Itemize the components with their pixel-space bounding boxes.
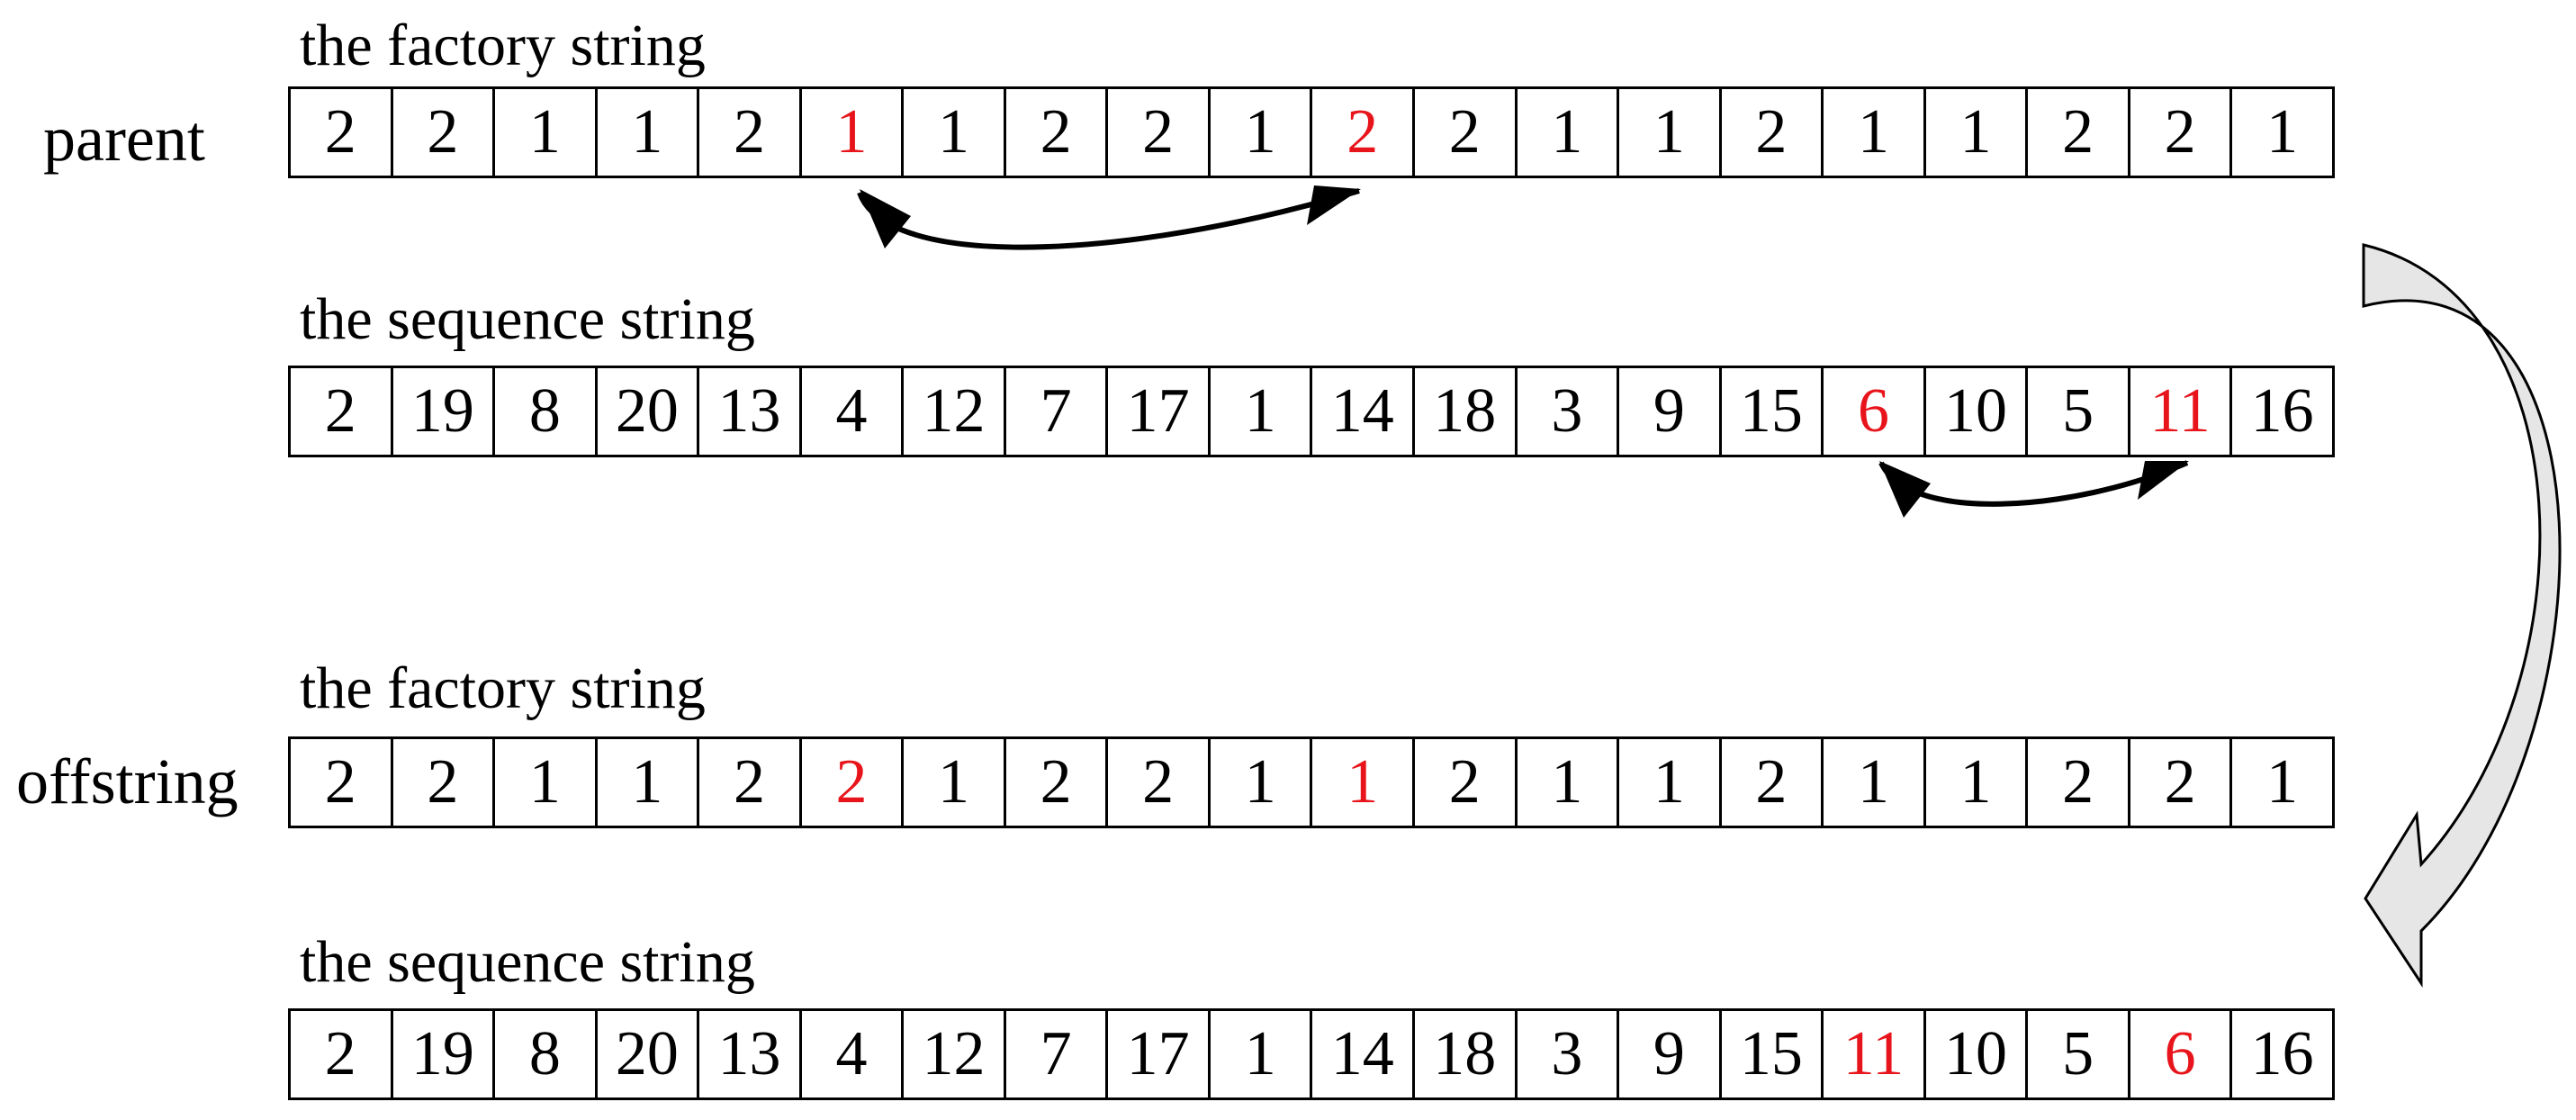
gene-cell: 2 [1006, 739, 1109, 826]
gene-cell: 18 [1415, 1011, 1518, 1097]
gene-cell: 1 [1518, 89, 1620, 176]
parent-sequence-caption: the sequence string [300, 286, 755, 352]
gene-cell: 1 [1926, 739, 2029, 826]
gene-cell: 5 [2028, 368, 2130, 455]
offstring-label: offstring [16, 745, 239, 817]
gene-cell: 2 [393, 89, 496, 176]
gene-cell: 13 [699, 1011, 802, 1097]
parent-label: parent [43, 103, 205, 175]
gene-cell: 2 [2028, 739, 2130, 826]
gene-cell: 2 [699, 739, 802, 826]
gene-cell: 11 [2130, 368, 2233, 455]
gene-cell: 2 [291, 368, 393, 455]
gene-cell: 12 [904, 1011, 1006, 1097]
gene-cell: 20 [598, 368, 700, 455]
gene-cell: 2 [2130, 739, 2233, 826]
gene-cell: 2 [1415, 739, 1518, 826]
gene-cell: 9 [1619, 1011, 1722, 1097]
gene-cell: 15 [1722, 368, 1824, 455]
gene-cell: 2 [291, 739, 393, 826]
gene-cell: 2 [1415, 89, 1518, 176]
gene-cell: 1 [1211, 368, 1313, 455]
offstring-factory-caption: the factory string [300, 655, 706, 721]
gene-cell: 13 [699, 368, 802, 455]
gene-cell: 12 [904, 368, 1006, 455]
gene-cell: 1 [495, 89, 598, 176]
gene-cell: 8 [495, 1011, 598, 1097]
gene-cell: 16 [2250, 376, 2314, 446]
gene-cell: 5 [2028, 1011, 2130, 1097]
factory-swap-arrowhead-right [1307, 185, 1361, 225]
gene-cell: 1 [2266, 97, 2299, 167]
gene-cell: 2 [802, 739, 905, 826]
gene-cell: 2 [1108, 89, 1211, 176]
gene-cell: 4 [802, 368, 905, 455]
gene-cell: 3 [1518, 1011, 1620, 1097]
gene-cell: 1 [1619, 89, 1722, 176]
gene-cell: 1 [598, 89, 700, 176]
gene-cell: 7 [1006, 368, 1109, 455]
gene-cell: 2 [2130, 89, 2233, 176]
sequence-swap-arrowhead-left [1879, 461, 1931, 518]
gene-cell: 4 [802, 1011, 905, 1097]
gene-cell: 1 [1926, 89, 2029, 176]
gene-cell: 2 [699, 89, 802, 176]
gene-cell: 2 [1312, 89, 1416, 176]
gene-cell: 1 [1824, 739, 1926, 826]
gene-cell: 10 [1926, 368, 2029, 455]
gene-cell: 20 [598, 1011, 700, 1097]
gene-cell: 15 [1722, 1011, 1824, 1097]
gene-cell: 1 [802, 89, 905, 176]
gene-cell: 18 [1415, 368, 1518, 455]
gene-cell: 14 [1312, 1011, 1416, 1097]
gene-cell: 1 [1211, 1011, 1313, 1097]
gene-cell: 1 [1211, 739, 1313, 826]
gene-cell: 6 [1824, 368, 1926, 455]
gene-cell: 1 [598, 739, 700, 826]
offstring-sequence-caption: the sequence string [300, 929, 755, 995]
factory-swap-arrow [857, 188, 1360, 250]
gene-cell: 16 [2250, 1019, 2314, 1088]
gene-cell: 1 [1619, 739, 1722, 826]
gene-cell: 2 [393, 739, 496, 826]
gene-cell: 2 [291, 89, 393, 176]
gene-cell: 7 [1006, 1011, 1109, 1097]
gene-cell: 2 [1722, 89, 1824, 176]
gene-cell: 14 [1312, 368, 1416, 455]
gene-cell: 19 [393, 368, 496, 455]
gene-cell: 10 [1926, 1011, 2029, 1097]
factory-swap-arrowhead-left [860, 189, 911, 248]
gene-cell: 2 [1108, 739, 1211, 826]
gene-cell: 1 [495, 739, 598, 826]
gene-cell: 1 [2266, 747, 2299, 817]
gene-cell: 8 [495, 368, 598, 455]
gene-cell: 3 [1518, 368, 1620, 455]
gene-cell: 1 [904, 89, 1006, 176]
gene-cell: 17 [1108, 1011, 1211, 1097]
gene-cell: 1 [1824, 89, 1926, 176]
gene-cell: 6 [2130, 1011, 2233, 1097]
sequence-swap-arrowhead-right [2138, 461, 2189, 500]
gene-cell: 2 [1006, 89, 1109, 176]
transition-arrow-shape [2362, 243, 2562, 988]
parent-factory-caption: the factory string [300, 13, 706, 78]
gene-cell: 19 [393, 1011, 496, 1097]
gene-cell: 11 [1824, 1011, 1926, 1097]
gene-cell: 1 [904, 739, 1006, 826]
gene-cell: 17 [1108, 368, 1211, 455]
gene-cell: 2 [2028, 89, 2130, 176]
gene-cell: 1 [1211, 89, 1313, 176]
gene-cell: 2 [1722, 739, 1824, 826]
gene-cell: 1 [1312, 739, 1416, 826]
gene-cell: 9 [1619, 368, 1722, 455]
gene-cell: 1 [1518, 739, 1620, 826]
gene-cell: 2 [291, 1011, 393, 1097]
